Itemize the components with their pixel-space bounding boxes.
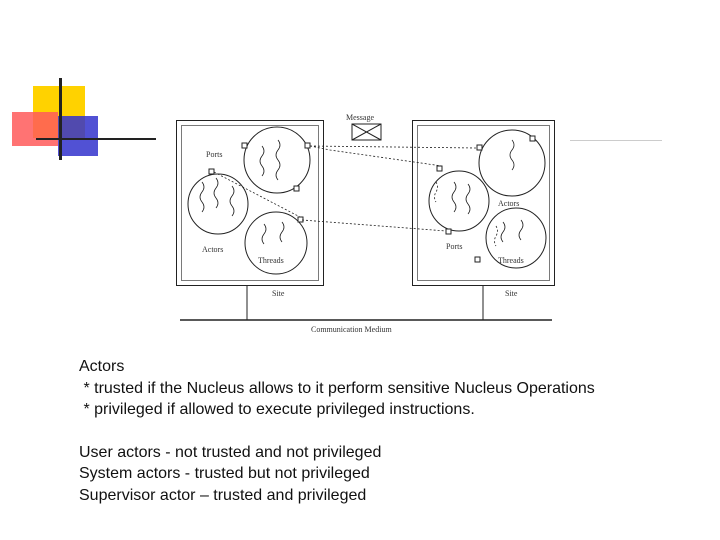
left-actors-label: Actors [202,245,223,254]
right-actors-label: Actors [498,199,519,208]
horizontal-rule [36,138,156,140]
left-site-label: Site [272,289,285,298]
communication-medium-label: Communication Medium [311,325,392,334]
right-actor-bottom [485,207,547,269]
bullet-privileged: * privileged if allowed to execute privi… [79,401,475,418]
right-threads-label: Threads [498,256,524,265]
left-threads-label: Threads [258,256,284,265]
left-actor-top [243,126,311,194]
user-actors-line: User actors - not trusted and not privil… [79,443,382,461]
system-actors-line: System actors - trusted but not privileg… [79,465,370,482]
blue-square [58,116,98,156]
left-ports-label: Ports [206,150,222,159]
message-paths [213,145,478,232]
right-ports-label: Ports [446,242,462,251]
horizontal-rule-right [570,140,662,141]
left-actor-bottom [244,211,308,275]
vertical-rule [59,78,62,160]
right-actor-left [428,170,490,232]
actors-heading: Actors [79,358,125,375]
right-site-label: Site [505,289,518,298]
right-site-outer-frame [412,120,555,286]
threads-icon [199,139,524,247]
message-envelope-icon [351,123,382,141]
bullet-trusted: * trusted if the Nucleus allows to it pe… [79,379,595,397]
port-squares [208,135,536,263]
body-text: Actors * trusted if the Nucleus allows t… [79,356,699,506]
right-actor-top [478,129,546,197]
left-site-inner-frame [181,125,319,281]
supervisor-actor-line: Supervisor actor – trusted and privilege… [79,486,367,504]
red-square [12,112,58,146]
left-site-outer-frame [176,120,324,286]
right-site-inner-frame [417,125,550,281]
chorus-actors-diagram: Message Ports Actors Threads Site Actors… [176,113,555,334]
message-label: Message [346,113,374,122]
